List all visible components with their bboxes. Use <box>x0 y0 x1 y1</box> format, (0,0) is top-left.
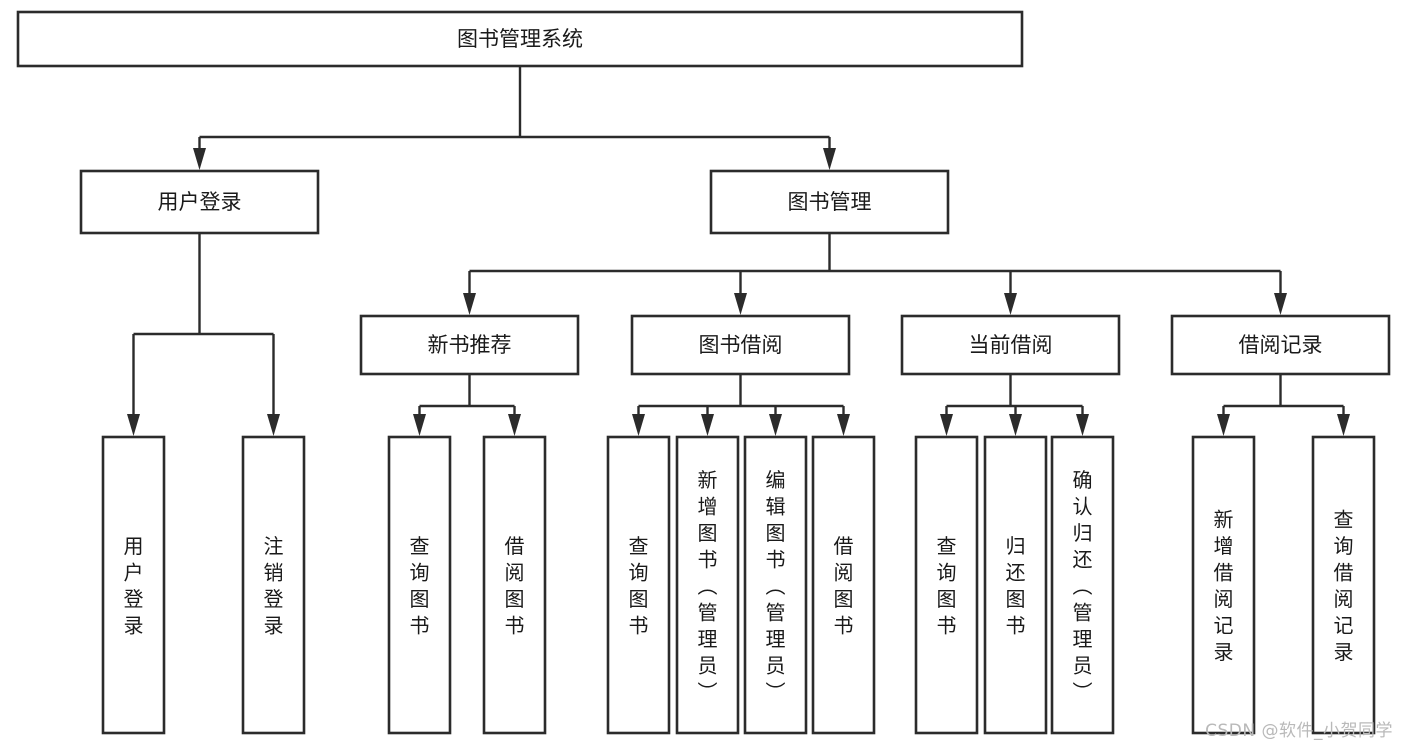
flowchart-node[interactable]: 用户登录 <box>79 169 320 235</box>
arrow-head-icon <box>1004 293 1017 315</box>
node-box[interactable] <box>1170 314 1391 376</box>
arrow-head-icon <box>837 414 850 436</box>
node-box[interactable] <box>983 435 1048 735</box>
node-label: 用户登录 <box>158 190 242 214</box>
node-label: 新书推荐 <box>428 333 512 357</box>
node-label: 查询图书 <box>629 534 649 638</box>
edge-group <box>413 374 521 436</box>
flowchart-node[interactable]: 图书借阅 <box>630 314 851 376</box>
node-box[interactable] <box>709 169 950 235</box>
node-label: 借阅图书 <box>505 534 525 638</box>
node-layer: 图书管理系统用户登录图书管理新书推荐图书借阅当前借阅借阅记录用户登录注销登录查询… <box>16 10 1391 735</box>
node-box[interactable] <box>743 435 808 735</box>
flowchart-node[interactable]: 查询图书 <box>387 435 452 735</box>
node-label: 图书管理 <box>788 190 872 214</box>
node-box[interactable] <box>79 169 320 235</box>
edge-group <box>127 233 280 436</box>
flowchart-node[interactable]: 新增图书︵管理员︶ <box>675 435 740 735</box>
node-label: 编辑图书︵管理员︶ <box>766 468 786 704</box>
edge-group <box>1217 374 1350 436</box>
flowchart-node[interactable]: 图书管理系统 <box>16 10 1024 68</box>
node-box[interactable] <box>482 435 547 735</box>
flowchart-node[interactable]: 查询借阅记录 <box>1311 435 1376 735</box>
flowchart-node[interactable]: 借阅记录 <box>1170 314 1391 376</box>
node-label: 用户登录 <box>124 534 144 638</box>
node-label: 图书借阅 <box>699 333 783 357</box>
flowchart-node[interactable]: 借阅图书 <box>811 435 876 735</box>
edge-group <box>632 374 850 436</box>
flowchart-node[interactable]: 借阅图书 <box>482 435 547 735</box>
flowchart-node[interactable]: 查询图书 <box>914 435 979 735</box>
arrow-head-icon <box>267 414 280 436</box>
node-label: 借阅图书 <box>834 534 854 638</box>
arrow-head-icon <box>940 414 953 436</box>
node-label: 新增借阅记录 <box>1214 508 1234 665</box>
node-label: 新增图书︵管理员︶ <box>698 468 718 704</box>
flowchart-node[interactable]: 当前借阅 <box>900 314 1121 376</box>
arrow-head-icon <box>463 293 476 315</box>
arrow-head-icon <box>1274 293 1287 315</box>
flowchart-node[interactable]: 归还图书 <box>983 435 1048 735</box>
node-box[interactable] <box>606 435 671 735</box>
edge-group <box>463 233 1287 315</box>
node-box[interactable] <box>101 435 166 735</box>
node-box[interactable] <box>387 435 452 735</box>
arrow-head-icon <box>769 414 782 436</box>
arrow-head-icon <box>1217 414 1230 436</box>
arrow-head-icon <box>508 414 521 436</box>
flowchart-node[interactable]: 新增借阅记录 <box>1191 435 1256 735</box>
node-box[interactable] <box>914 435 979 735</box>
node-label: 图书管理系统 <box>457 27 583 51</box>
node-label: 当前借阅 <box>969 333 1053 357</box>
node-label: 借阅记录 <box>1239 333 1323 357</box>
flowchart-node[interactable]: 确认归还︵管理员︶ <box>1050 435 1115 735</box>
arrow-head-icon <box>1337 414 1350 436</box>
node-box[interactable] <box>630 314 851 376</box>
node-box[interactable] <box>359 314 580 376</box>
flowchart-node[interactable]: 新书推荐 <box>359 314 580 376</box>
arrow-head-icon <box>193 148 206 170</box>
flowchart-node[interactable]: 编辑图书︵管理员︶ <box>743 435 808 735</box>
node-box[interactable] <box>811 435 876 735</box>
arrow-head-icon <box>1076 414 1089 436</box>
node-label: 确认归还︵管理员︶ <box>1073 468 1093 704</box>
node-box[interactable] <box>241 435 306 735</box>
node-box[interactable] <box>900 314 1121 376</box>
node-label: 注销登录 <box>264 534 284 638</box>
flowchart-node[interactable]: 注销登录 <box>241 435 306 735</box>
node-label: 归还图书 <box>1006 534 1026 638</box>
node-box[interactable] <box>16 10 1024 68</box>
arrow-head-icon <box>127 414 140 436</box>
edge-group <box>193 66 836 170</box>
node-label: 查询图书 <box>937 534 957 638</box>
arrow-head-icon <box>701 414 714 436</box>
node-box[interactable] <box>1191 435 1256 735</box>
edge-group <box>940 374 1089 436</box>
node-label: 查询借阅记录 <box>1334 508 1354 665</box>
flowchart-node[interactable]: 用户登录 <box>101 435 166 735</box>
node-box[interactable] <box>1311 435 1376 735</box>
arrow-head-icon <box>632 414 645 436</box>
node-box[interactable] <box>675 435 740 735</box>
connector-layer <box>127 66 1350 436</box>
arrow-head-icon <box>1009 414 1022 436</box>
flowchart-node[interactable]: 图书管理 <box>709 169 950 235</box>
node-label: 查询图书 <box>410 534 430 638</box>
arrow-head-icon <box>823 148 836 170</box>
node-box[interactable] <box>1050 435 1115 735</box>
arrow-head-icon <box>413 414 426 436</box>
flowchart-node[interactable]: 查询图书 <box>606 435 671 735</box>
arrow-head-icon <box>734 293 747 315</box>
